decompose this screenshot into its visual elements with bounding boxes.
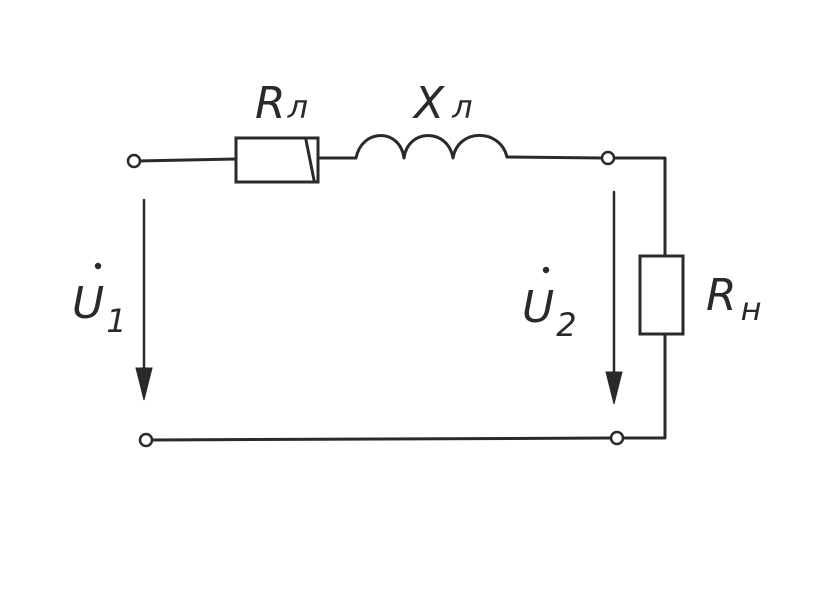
output-voltage-phasor-dot [542,266,550,274]
output-voltage-arrow [605,190,623,405]
bottom-wire [148,436,613,442]
input-terminal-top [126,153,142,169]
line-resistance-label: Rл [255,78,308,129]
input-voltage-symbol: U [72,278,104,329]
line-reactance-subscript: л [451,88,472,126]
top-wire-left [135,157,238,163]
line-resistance-subscript: л [287,88,308,126]
load-resistance-symbol: R [706,270,737,321]
line-resistor [234,136,320,184]
input-voltage-label: U1 [72,262,127,340]
output-voltage-subscript: 2 [556,306,576,344]
line-resistance-symbol: R [255,78,286,129]
line-reactance-symbol: X [412,78,445,129]
output-terminal-top [600,150,616,166]
line-inductor [354,134,509,160]
input-voltage-arrow [135,198,153,401]
input-terminal-bottom [138,432,154,448]
top-wire-right [505,155,605,160]
output-voltage-symbol: U [522,282,554,333]
input-voltage-subscript: 1 [106,302,126,340]
load-resistance-subscript: н [741,290,762,328]
output-terminal-bottom [609,430,625,446]
load-wire-down [621,331,667,440]
input-voltage-phasor-dot [94,262,102,270]
top-wire-to-load [611,156,667,258]
svg-text:U2: U2 [522,282,577,344]
load-resistor [638,254,685,336]
output-voltage-label: U2 [522,266,577,344]
svg-text:U1: U1 [72,278,127,340]
